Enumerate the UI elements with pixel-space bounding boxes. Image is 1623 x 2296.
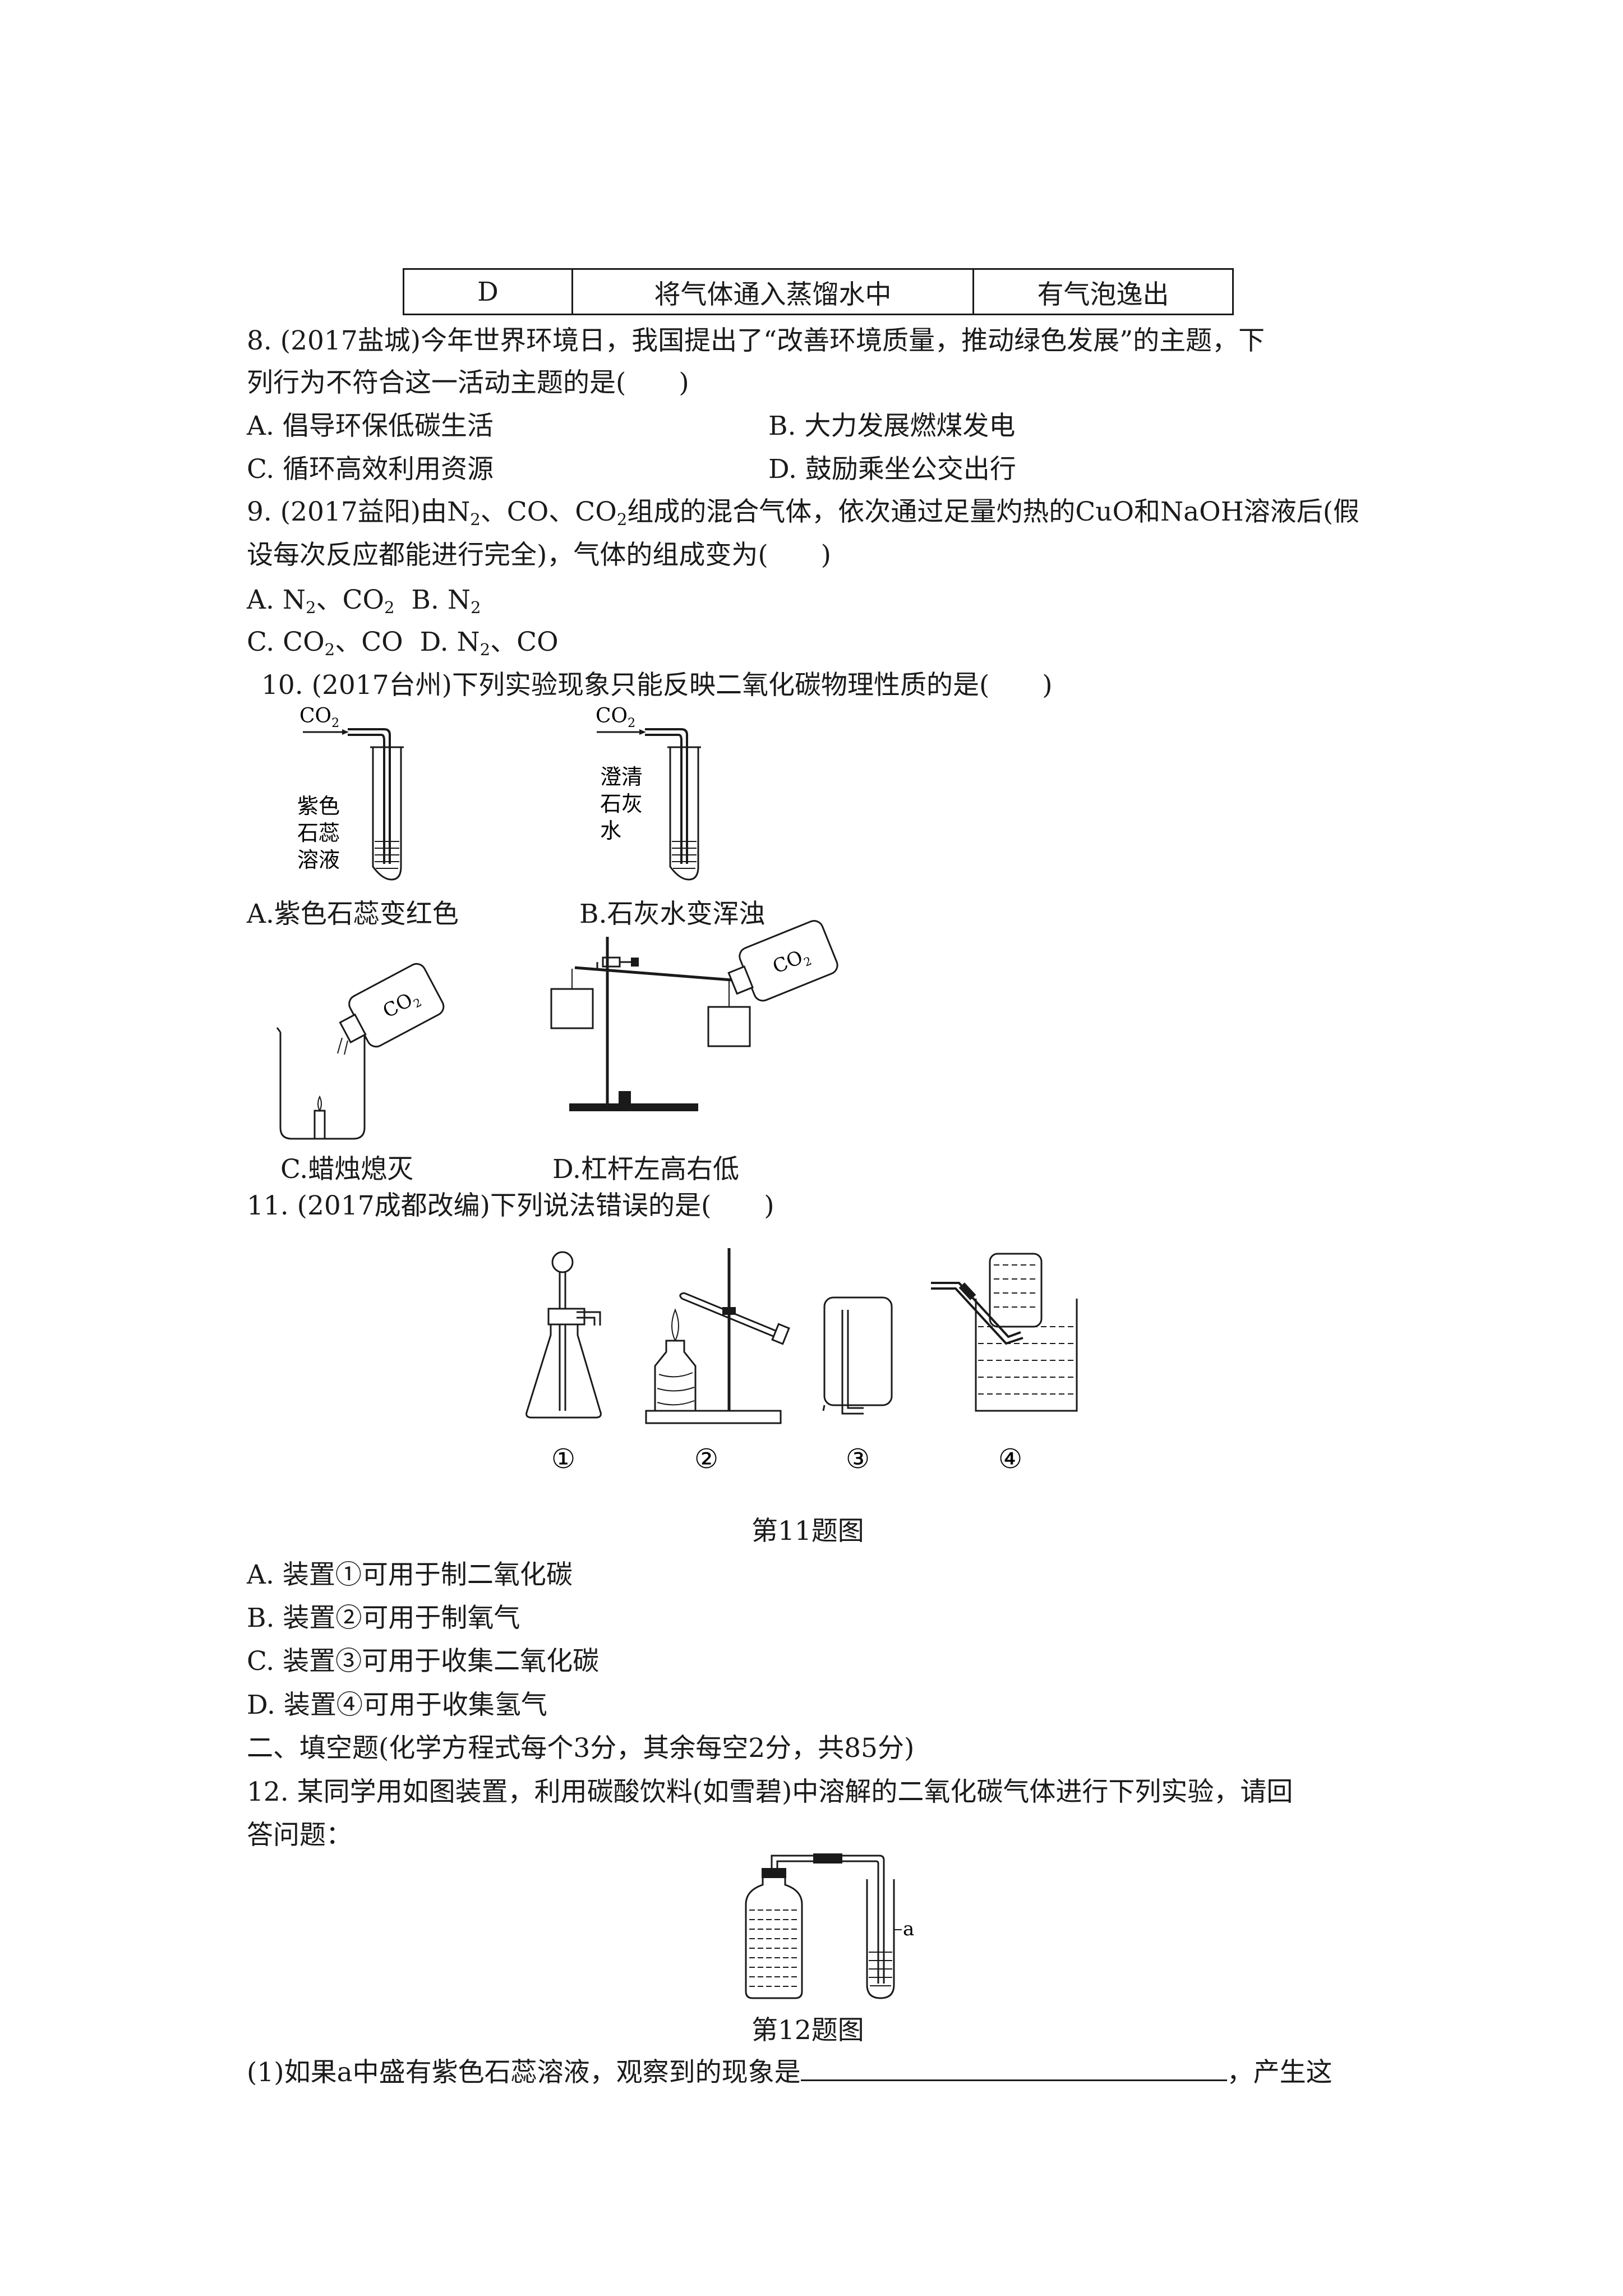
q11-option-a: A. 装置①可用于制二氧化碳 [247, 1559, 573, 1590]
q10-figure-d: CO2 [550, 920, 838, 1111]
q10-option-c: C.蜡烛熄灭 [280, 1154, 414, 1185]
q8-option-a: A. 倡导环保低碳生活 [247, 411, 494, 441]
table-cell-option: D [403, 268, 573, 315]
q12-part1: (1)如果a中盛有紫色石蕊溶液，观察到的现象是，产生这 [247, 2050, 1332, 2089]
liquid-label-b-3: 水 [600, 818, 621, 843]
liquid-label-b-1: 澄清 [600, 765, 643, 789]
q8-option-d: D. 鼓励乘坐公交出行 [768, 454, 1016, 485]
q8-stem-line2: 列行为不符合这一活动主题的是( ) [247, 367, 689, 398]
device-1-flask [525, 1251, 602, 1419]
q9-stem-line1: 9. (2017益阳)由N2、CO、CO2组成的混合气体，依次通过足量灼热的Cu… [247, 496, 1360, 530]
q11-option-b: B. 装置②可用于制氧气 [247, 1603, 520, 1634]
experiment-table: D 将气体通入蒸馏水中 有气泡逸出 [403, 268, 1234, 315]
q11-caption: 第11题图 [751, 1516, 864, 1547]
device-label-1: ① [551, 1443, 575, 1475]
device-3-gas-jar [822, 1296, 893, 1415]
device-2-heating [645, 1248, 790, 1424]
q12-stem-line2: 答问题： [247, 1820, 352, 1851]
device-label-4: ④ [998, 1443, 1022, 1475]
q12-figure: a [745, 1853, 914, 1999]
device-label-2: ② [694, 1443, 718, 1475]
q10-stem: 10. (2017台州)下列实验现象只能反映二氧化碳物理性质的是( ) [261, 670, 1053, 701]
table-cell-method: 将气体通入蒸馏水中 [571, 268, 974, 315]
q11-stem: 11. (2017成都改编)下列说法错误的是( ) [247, 1190, 774, 1221]
q12-stem-line1: 12. 某同学用如图装置，利用碳酸饮料(如雪碧)中溶解的二氧化碳气体进行下列实验… [247, 1777, 1293, 1807]
q10-figure-a: CO2 紫色 石蕊 溶液 [297, 705, 404, 881]
table-row: D 将气体通入蒸馏水中 有气泡逸出 [403, 268, 1234, 315]
table-cell-phenomenon: 有气泡逸出 [972, 268, 1234, 315]
answer-blank[interactable] [800, 2055, 1227, 2081]
co2-label: CO2 [299, 705, 339, 730]
device-label-3: ③ [846, 1443, 870, 1475]
q10-option-d: D.杠杆左高右低 [552, 1154, 739, 1185]
liquid-label-a-3: 溶液 [297, 848, 340, 872]
q9-stem-line2: 设每次反应都能进行完全)，气体的组成变为( ) [247, 540, 832, 570]
q8-option-b: B. 大力发展燃煤发电 [768, 411, 1016, 441]
q10-figure-c: CO2 [276, 963, 445, 1140]
q9-options-ab: A. N2、CO2 B. N2 [247, 585, 481, 618]
q8-option-c: C. 循环高效利用资源 [247, 454, 494, 485]
q12-label-a: a [903, 1918, 914, 1940]
device-4-water-trough [931, 1253, 1078, 1412]
liquid-label-a-2: 石蕊 [297, 821, 340, 845]
q9-options-cd: C. CO2、CO D. N2、CO [247, 627, 559, 660]
liquid-label-b-2: 石灰 [600, 792, 643, 816]
q10-option-a: A.紫色石蕊变红色 [247, 899, 459, 930]
co2-label: CO2 [596, 705, 635, 730]
q11-figure: ① ② ③ ④ [525, 1248, 1078, 1475]
q8-stem-line1: 8. (2017盐城)今年世界环境日，我国提出了“改善环境质量，推动绿色发展”的… [247, 325, 1265, 356]
q11-option-d: D. 装置④可用于收集氢气 [247, 1690, 547, 1720]
q10-option-b: B.石灰水变浑浊 [579, 899, 766, 930]
q11-option-c: C. 装置③可用于收集二氧化碳 [247, 1646, 600, 1677]
section2-heading: 二、填空题(化学方程式每个3分，其余每空2分，共85分) [247, 1733, 915, 1764]
q12-caption: 第12题图 [751, 2015, 864, 2046]
liquid-label-a-1: 紫色 [297, 794, 340, 818]
q10-figure-b: CO2 澄清 石灰 水 [596, 705, 701, 881]
